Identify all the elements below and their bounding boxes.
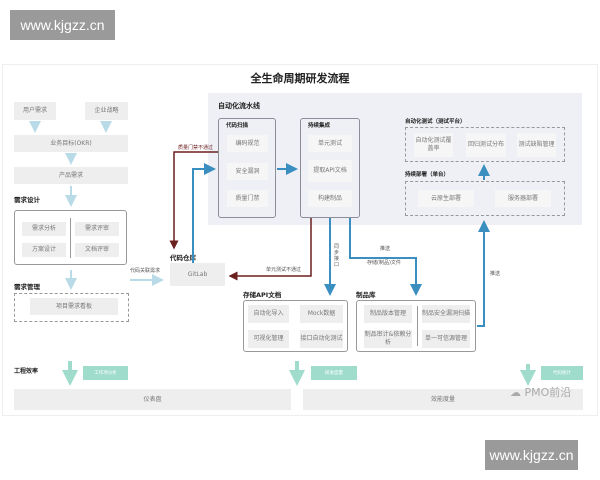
eff-badge: 工作项分析 [83, 366, 128, 380]
api-item: 自动化导入 [248, 305, 289, 323]
mgmt-label: 需求管理 [14, 283, 40, 291]
metrics-box: 效能度量 [303, 389, 583, 410]
artifact-item: 单一可信源管理 [422, 330, 470, 348]
test-item: 回归测试分布 [466, 133, 506, 157]
pipeline-label: 自动化流水线 [218, 102, 260, 110]
cd-item: 服务器部署 [495, 190, 551, 207]
gitlab-box: GitLab [170, 263, 225, 286]
design-item: 需求评审 [75, 222, 119, 236]
scan-item: 安全漏洞 [227, 163, 268, 180]
eff-badge: 代码统计 [541, 366, 583, 380]
mgmt-item: 项目需求看板 [30, 298, 118, 315]
gate-fail-label: 质量门禁不通过 [178, 145, 214, 151]
push-label: 推送 [380, 246, 391, 252]
push2-label: 推送 [490, 271, 501, 277]
cd-item: 云原生部署 [418, 190, 474, 207]
product-requirement: 产品需求 [14, 167, 128, 184]
scan-label: 代码扫描 [226, 123, 249, 129]
enterprise-strategy: 企业战略 [85, 102, 128, 120]
test-item: 自动化测试覆盖率 [414, 133, 453, 157]
artifact-item: 制品安全漏洞扫描 [422, 305, 470, 323]
watermark-bottom: www.kjgzz.cn [485, 440, 578, 470]
sync-api-label: 同步接口 [334, 244, 340, 268]
api-item: 可视化管理 [248, 330, 289, 348]
business-okr: 业务目标(OKR) [14, 135, 128, 152]
user-requirement: 用户需求 [14, 102, 56, 120]
test-item: 测试缺陷管理 [517, 133, 556, 157]
scan-item: 质量门禁 [227, 190, 268, 207]
diagram-title: 全生命周期研发流程 [250, 72, 350, 85]
eff-badge: 研发度量 [311, 366, 357, 380]
repo-label: 代码仓库 [170, 254, 196, 262]
watermark-top: www.kjgzz.cn [10, 10, 115, 40]
design-item: 需求分析 [22, 222, 66, 236]
repo-to-scan-arrow [192, 163, 216, 263]
ci-item: 提取API文档 [308, 160, 352, 182]
test-label: 自动化测试（测试平台） [405, 119, 466, 125]
brand-watermark: ☁ PMO前沿 [510, 386, 572, 399]
store-arrow [349, 218, 422, 296]
link-req-label: 代码关联需求 [130, 268, 161, 274]
artifact-item: 制品版本管理 [364, 305, 412, 323]
push-arrow [477, 220, 490, 327]
api-item: 接口自动化测试 [300, 330, 343, 348]
ci-label: 持续集成 [308, 123, 331, 129]
eff-label: 工程效率 [14, 368, 39, 375]
design-label: 需求设计 [14, 196, 40, 204]
ci-item: 构建制品 [308, 190, 352, 207]
ci-item: 单元测试 [308, 135, 352, 152]
cd-label: 持续部署（单台） [405, 172, 450, 178]
artifact-item: 制品审计&依赖分析 [364, 330, 412, 348]
scan-item: 编码规范 [227, 135, 268, 152]
divider [417, 306, 418, 346]
unit-fail-label: 单元测试不通过 [266, 267, 302, 273]
store-label: 存储(制品)文件 [367, 260, 401, 266]
api-label: 存储API文档 [243, 291, 282, 299]
api-item: Mock数据 [300, 305, 343, 323]
gate-fail-arrow [169, 151, 218, 250]
artifact-label: 制品库 [356, 291, 376, 299]
divider [70, 218, 71, 258]
unit-fail-arrow [228, 218, 312, 281]
dashboard-box: 仪表盘 [14, 389, 291, 410]
design-item: 文档评审 [75, 243, 119, 257]
brand-text: PMO前沿 [524, 386, 572, 399]
design-item: 方案设计 [22, 243, 66, 257]
